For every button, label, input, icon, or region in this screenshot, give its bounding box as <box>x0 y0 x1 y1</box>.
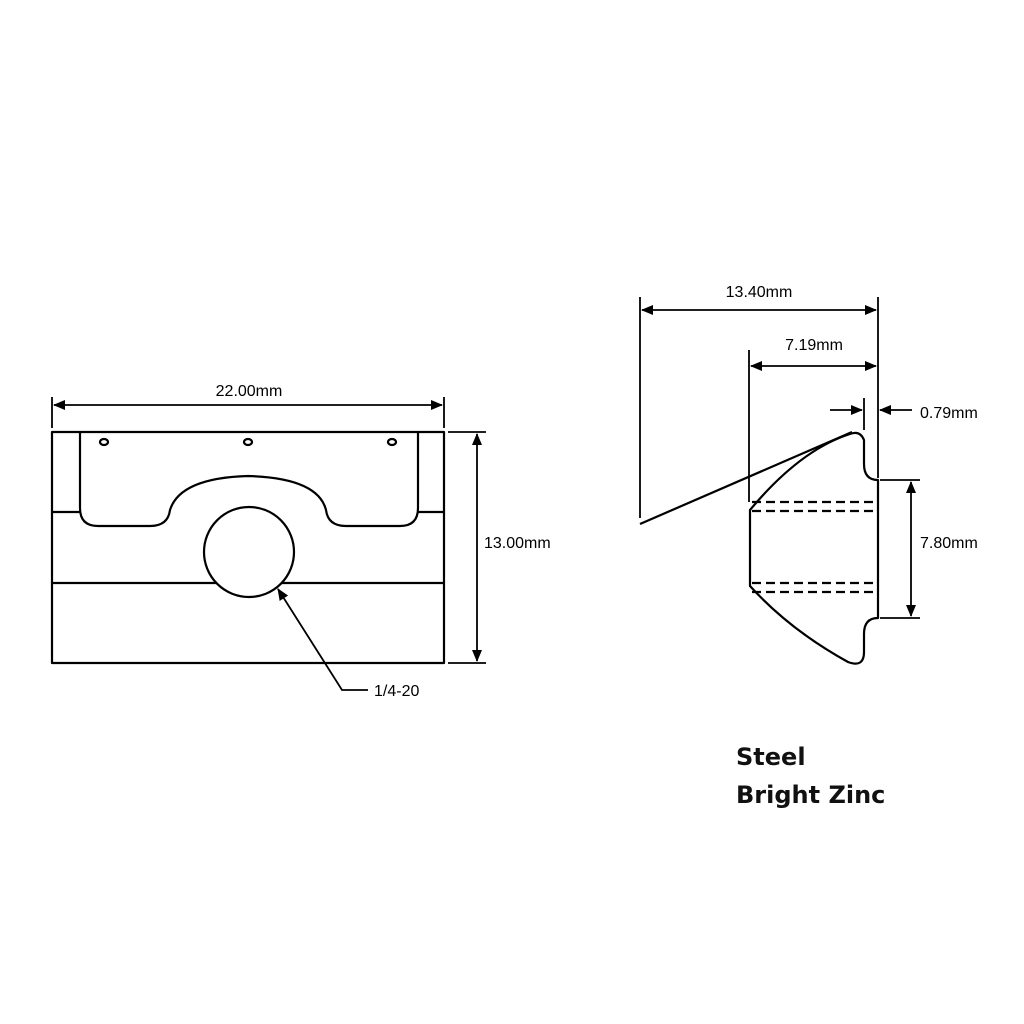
head-width-label: 7.19mm <box>785 337 843 354</box>
front-view-dimple <box>242 437 254 447</box>
thread-leader <box>277 588 368 691</box>
front-view <box>50 430 446 665</box>
finish-label: Bright Zinc <box>736 781 886 809</box>
width-label: 22.00mm <box>216 383 283 400</box>
side-view <box>639 430 880 665</box>
overall-width-label: 13.40mm <box>726 284 793 301</box>
side-view-dimensions <box>639 297 920 619</box>
front-view-dimple <box>98 437 110 447</box>
front-view-body <box>50 430 446 665</box>
front-view-dimensions <box>51 397 486 691</box>
front-view-flange <box>78 432 420 528</box>
thread-label: 1/4-20 <box>374 683 419 700</box>
lip-label: 0.79mm <box>920 405 978 422</box>
material-label: Steel <box>736 743 806 771</box>
front-view-dimple <box>386 437 398 447</box>
bore-label: 7.80mm <box>920 535 978 552</box>
height-label: 13.00mm <box>484 535 551 552</box>
side-view-projection-line <box>639 430 853 526</box>
front-view-threaded-hole <box>202 505 296 599</box>
